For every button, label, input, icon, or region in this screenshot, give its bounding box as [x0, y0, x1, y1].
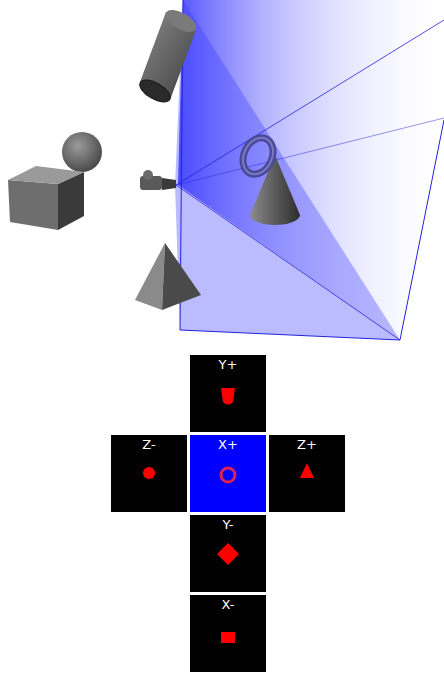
cylinder — [136, 6, 199, 107]
sphere — [62, 132, 102, 172]
sphere-icon — [143, 467, 155, 479]
camera — [140, 170, 176, 190]
cylinder-icon — [221, 388, 235, 405]
cube-face-panel: X+ — [190, 435, 266, 512]
face-label: Y- — [190, 515, 266, 532]
face-label: X+ — [190, 435, 266, 452]
view-frustum — [175, 0, 444, 340]
face-label: X- — [190, 595, 266, 612]
cube-face-panel: Z- — [111, 435, 187, 512]
cone-icon — [300, 463, 314, 478]
face-label: Z- — [111, 435, 187, 452]
cube-face-panel: Y- — [190, 515, 266, 592]
cube-face-panel: Y+ — [190, 355, 266, 432]
cube-face-panel: X- — [190, 595, 266, 672]
face-label: Z+ — [269, 435, 345, 452]
cone — [250, 155, 300, 225]
pyramid — [135, 243, 201, 310]
scene-illustration — [0, 0, 444, 345]
torus — [237, 133, 278, 179]
cube — [8, 166, 84, 230]
cube-face-panel: Z+ — [269, 435, 345, 512]
torus-icon — [221, 468, 235, 482]
cube-icon — [221, 632, 235, 643]
pyramid-icon — [217, 543, 239, 565]
face-label: Y+ — [190, 355, 266, 372]
